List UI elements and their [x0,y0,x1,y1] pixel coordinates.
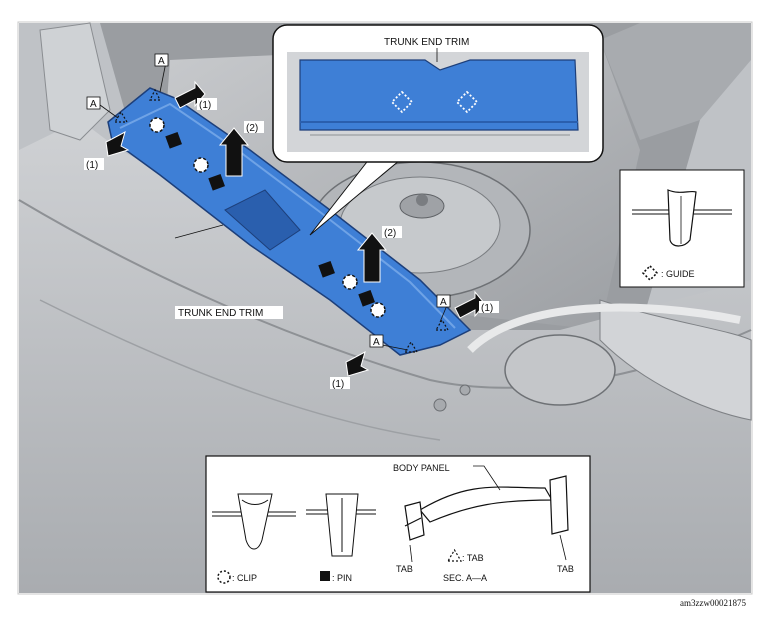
tab-label-left: TAB [396,564,413,574]
clip-section-drawing [212,493,296,550]
step-1-label: (1) [332,379,344,390]
arrow-1-icon [345,351,370,377]
leader-lines [99,61,449,351]
trunk-end-trim-inset: TRUNK END TRIM [272,24,604,236]
trunk-end-trim-label: TRUNK END TRIM [178,308,263,319]
arrow-1-icon [105,131,130,157]
section-a-label: A [90,99,97,110]
pin-icon-group [165,131,375,307]
step-1-label: (1) [199,100,211,111]
pin-section-drawing [306,493,376,557]
tab-legend-icon [446,548,463,562]
body-panel-leader [473,465,501,491]
step-1-label: (1) [481,303,493,314]
clip-icon-group [149,117,386,318]
callout-labels: A A A A (1) (1) (2) (2) (1) (1) TRUNK EN… [84,53,499,390]
arrow-2-icon [218,127,250,177]
step-2-label: (2) [246,123,258,134]
tab-label-right: TAB [557,564,574,574]
step-1-label: (1) [86,160,98,171]
bottom-legend-box: BODY PANEL TAB TAB : CLIP : PIN : TAB SE… [205,455,591,593]
section-a-a-drawing [404,475,569,541]
tab-icon-group [113,88,450,353]
guide-icon [641,264,659,282]
pin-legend-icon [320,571,330,581]
arrow-2-icon [356,232,388,283]
trunk-end-trim-inset-label: TRUNK END TRIM [384,37,469,48]
section-a-label: A [373,337,380,348]
figure-code: am3zzw00021875 [680,598,746,608]
section-a-label: A [158,56,165,67]
main-frame [17,21,753,595]
clip-legend-label: : CLIP [232,573,257,583]
section-caption: SEC. A—A [443,573,487,583]
step-2-label: (2) [384,228,396,239]
tab-leader [559,534,567,561]
pin-legend-label: : PIN [332,573,352,583]
body-panel-label: BODY PANEL [393,463,450,473]
section-a-label: A [440,297,447,308]
guide-legend-box: : GUIDE [619,169,745,288]
tab-leader [409,544,413,563]
tab-legend-label: : TAB [462,553,484,563]
trunk-end-trim-part [107,87,472,356]
removal-arrows [105,80,486,377]
guide-legend-label: : GUIDE [661,269,695,279]
clip-legend-icon [217,570,231,584]
